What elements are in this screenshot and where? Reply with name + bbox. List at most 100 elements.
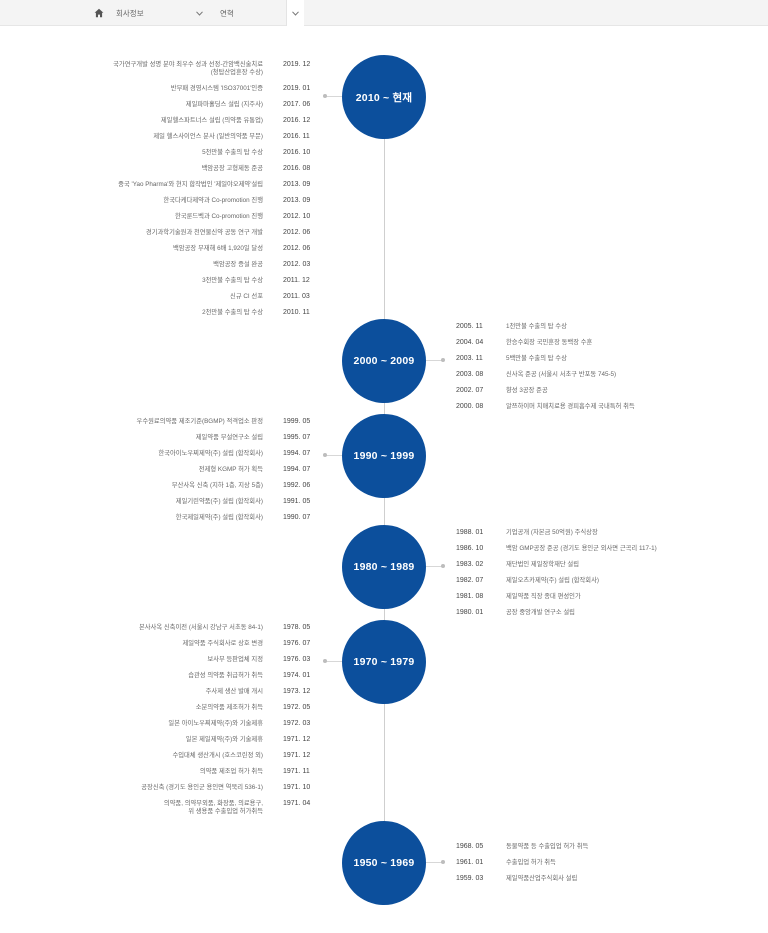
event-date: 2019. 12 (283, 61, 311, 68)
home-icon (94, 8, 104, 18)
event-date: 1988. 01 (456, 529, 484, 536)
list-item: 한국제일제약(주) 설립 (합작회사)1990. 07 (88, 514, 323, 530)
event-date: 1978. 05 (283, 624, 311, 631)
event-description: 2천만불 수출의 탑 수상 (202, 309, 263, 316)
list-item: 제일 헬스사이언스 분사 (일반의약품 부문) 2016. 11 (88, 133, 323, 149)
list-item: 부산사옥 신축 (지하 1층, 지상 5층) 1992. 06 (88, 482, 323, 498)
event-description: 기업공개 (자본금 50억원) 주식상장 (506, 529, 598, 536)
list-item: 공장신축 (경기도 용인군 용인면 역북리 536-1)1971. 10 (88, 784, 323, 800)
event-date: 1971. 04 (283, 800, 311, 807)
chevron-down-icon (190, 0, 208, 26)
event-description: 5천만불 수출의 탑 수상 (202, 149, 263, 156)
event-date: 2000. 08 (456, 403, 484, 410)
list-item: 1961. 01 수출입업 허가 취득 (456, 859, 756, 875)
event-description: 동물약품 등 수출입업 허가 취득 (506, 843, 589, 850)
event-date: 1992. 06 (283, 482, 311, 489)
event-date: 2011. 12 (283, 277, 310, 284)
connector (426, 862, 442, 863)
event-description: 부산사옥 신축 (지하 1층, 지상 5층) (171, 482, 263, 489)
event-description: 전제형 KGMP 허가 획득 (198, 466, 263, 473)
event-date: 2002. 07 (456, 387, 484, 394)
event-description: 의약품, 의약부외품, 화장품, 의료용구,위 생용품 수출입업 허가취득 (163, 800, 263, 815)
event-date: 1995. 07 (283, 434, 311, 441)
event-date: 1990. 07 (283, 514, 311, 521)
event-description: 제일기린약품(주) 설립 (합작회사) (175, 498, 263, 505)
event-description: 1천만불 수출의 탑 수상 (506, 323, 567, 330)
breadcrumb-level2: 연혁 (220, 8, 234, 18)
event-date: 2012. 10 (283, 213, 311, 220)
event-description: 공장 중앙개발 연구소 설립 (506, 609, 575, 616)
list-item: 전제형 KGMP 허가 획득 1994. 07 (88, 466, 323, 482)
event-date: 2013. 09 (283, 181, 311, 188)
event-description: 신규 CI 선포 (230, 293, 263, 300)
event-description: 백암 GMP공장 준공 (경기도 용인군 외사면 근곡리 117-1) (506, 545, 657, 552)
breadcrumb-level1: 회사정보 (116, 8, 144, 18)
list-item: 제일헬스파트너스 설립 (의약품 유통업)2016. 12 (88, 117, 323, 133)
event-description: 본사사옥 신축이전 (서울시 강남구 서초동 84-1) (138, 624, 263, 631)
event-description: 일본 아이노우찌제약(주)와 기술제휴 (168, 720, 263, 727)
event-description: 제일헬스파트너스 설립 (의약품 유통업) (160, 117, 263, 124)
event-date: 2016. 11 (283, 133, 310, 140)
event-date: 2019. 01 (283, 85, 311, 92)
event-description: 제일오츠카제약(주) 설립 (합작회사) (506, 577, 599, 584)
event-date: 1961. 01 (456, 859, 484, 866)
connector (426, 360, 442, 361)
event-description: 한국룬드벡과 Co-promotion 진행 (175, 213, 263, 220)
list-item: 일본 아이노우찌제약(주)와 기술제휴 1972. 03 (88, 720, 323, 736)
event-description: 수출입업 허가 취득 (506, 859, 556, 866)
breadcrumb-history-dropdown[interactable]: 연혁 (214, 0, 304, 26)
era-list-1970: 본사사옥 신축이전 (서울시 강남구 서초동 84-1)1978. 05 제일약… (88, 624, 323, 824)
event-description: 백암공장 증설 완공 (213, 261, 263, 268)
event-description: 주사제 생산 발매 개시 (205, 688, 263, 695)
chevron-down-icon (286, 0, 304, 26)
event-date: 1980. 01 (456, 609, 484, 616)
event-date: 1983. 02 (456, 561, 484, 568)
event-description: 일본 제일제약(주)와 기술제휴 (185, 736, 263, 743)
event-description: 제일 헬스사이언스 분사 (일반의약품 부문) (153, 133, 263, 140)
event-date: 2005. 11 (456, 323, 483, 330)
list-item: 1988. 01 기업공개 (자본금 50억원) 주식상장 (456, 529, 756, 545)
event-description: 5백만불 수출의 탑 수상 (506, 355, 567, 362)
connector (326, 455, 342, 456)
event-description: 우수원료의약품 제조기준(BGMP) 적격업소 판정 (136, 418, 263, 425)
connector (326, 96, 342, 97)
event-description: 제일약품 직장 종대 편성인가 (506, 593, 581, 600)
event-date: 2012. 06 (283, 229, 311, 236)
list-item: 2005. 11 1천만불 수출의 탑 수상 (456, 323, 756, 339)
timeline-dot (441, 564, 445, 568)
timeline-dot (323, 94, 327, 98)
event-description: 제일파마홀딩스 설립 (지주사) (185, 101, 263, 108)
event-date: 1981. 08 (456, 593, 484, 600)
event-description: 알쯔하이머 치매치료용 경피흡수제 국내특허 취득 (506, 403, 635, 410)
list-item: 2000. 08 알쯔하이머 치매치료용 경피흡수제 국내특허 취득 (456, 403, 756, 419)
event-date: 2017. 06 (283, 101, 311, 108)
era-list-2010: 국가연구개발 성명 분야 최우수 성과 선정-간암백신술치료(청탑산업훈장 수상… (88, 61, 323, 325)
breadcrumb-company-dropdown[interactable]: 회사정보 (110, 0, 208, 26)
event-date: 2003. 08 (456, 371, 484, 378)
event-date: 1976. 07 (283, 640, 311, 647)
timeline-dot (323, 453, 327, 457)
event-description: 향성 3공장 준공 (506, 387, 548, 394)
timeline-dot (441, 358, 445, 362)
event-date: 1994. 07 (283, 466, 311, 473)
event-description: 한국다케다제약과 Co-promotion 진행 (163, 197, 263, 204)
event-date: 1994. 07 (283, 450, 311, 457)
home-button[interactable] (88, 0, 110, 26)
event-date: 2004. 04 (456, 339, 484, 346)
event-date: 1972. 03 (283, 720, 311, 727)
event-date: 1991. 05 (283, 498, 311, 505)
